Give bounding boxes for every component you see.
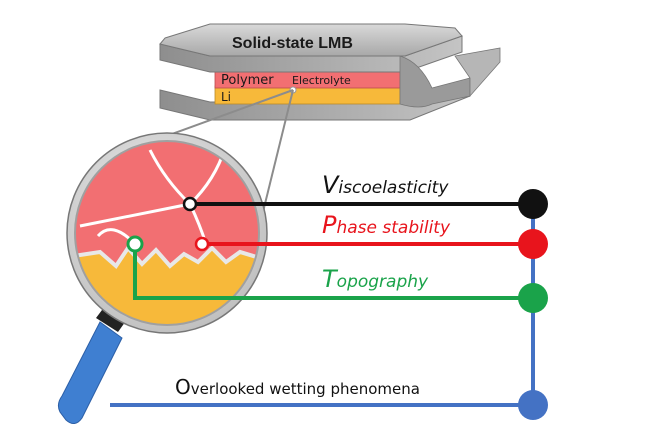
viscoelasticity-probe-marker bbox=[182, 196, 198, 212]
magnifier bbox=[57, 132, 268, 424]
topography-label: Topography bbox=[322, 265, 429, 293]
phase-stability-label: Phase stability bbox=[322, 211, 451, 239]
topography-node bbox=[518, 283, 548, 313]
magnifier-handle bbox=[57, 321, 123, 424]
device-top-plate-top bbox=[159, 23, 463, 57]
wetting-label: Overlooked wetting phenomena bbox=[175, 375, 420, 399]
wetting-node bbox=[518, 390, 548, 420]
polymer-label: Polymer bbox=[221, 73, 274, 88]
lens-inner-ring bbox=[74, 140, 260, 326]
lens-interface-edge bbox=[75, 244, 259, 270]
topography-probe-marker bbox=[126, 235, 144, 253]
li-label: Li bbox=[221, 90, 231, 104]
viscoelasticity-label: Viscoelasticity bbox=[322, 171, 449, 199]
phase-probe-marker bbox=[194, 236, 210, 252]
topography-line bbox=[133, 244, 533, 300]
lithium-layer bbox=[214, 85, 401, 105]
electrolyte-label: Electrolyte bbox=[292, 74, 351, 87]
viscoelasticity-node bbox=[518, 189, 548, 219]
phase-stability-node bbox=[518, 229, 548, 259]
device-right-pad bbox=[454, 47, 501, 98]
battery-device: Solid-state LMB Polymer Electrolyte Li bbox=[159, 23, 501, 121]
device-title: Solid-state LMB bbox=[232, 35, 353, 52]
